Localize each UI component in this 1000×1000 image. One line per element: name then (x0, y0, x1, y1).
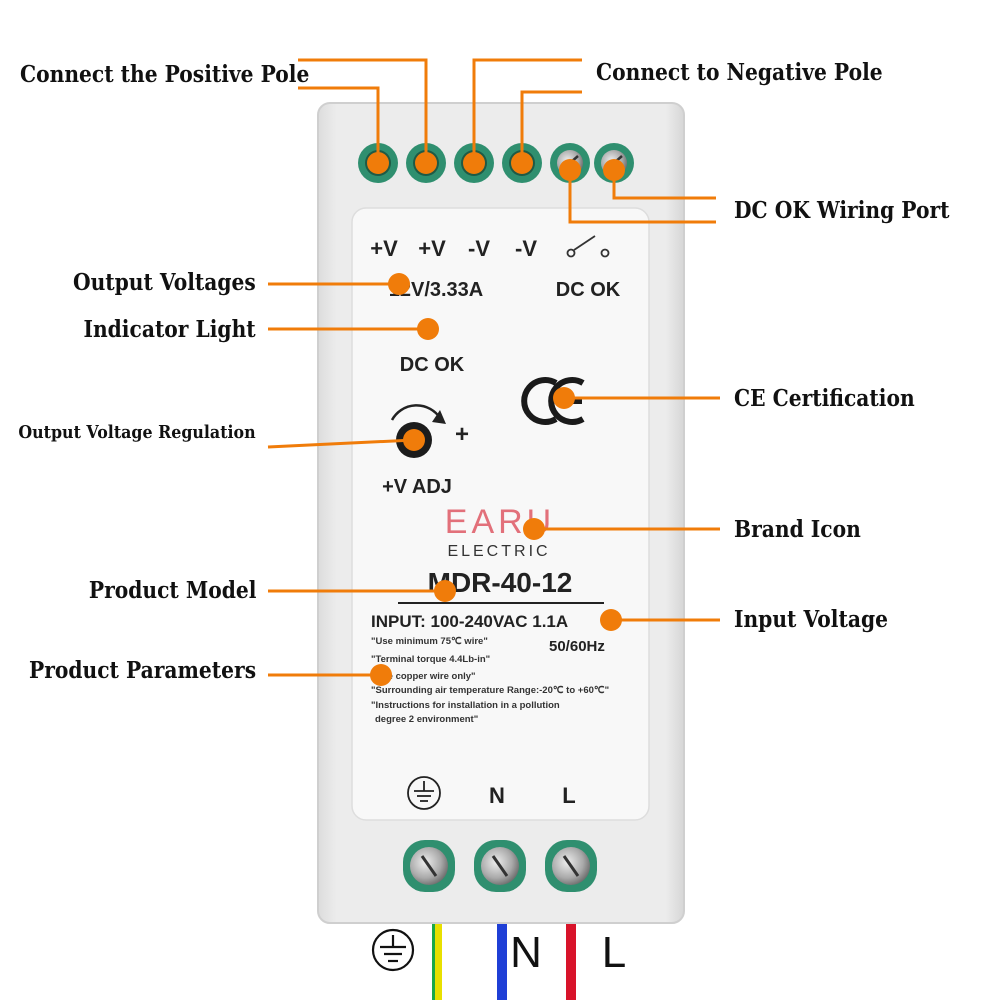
callout-negative-pole: Connect to Negative Pole (596, 59, 883, 86)
callout-ce-certification: CE Certification (734, 385, 915, 412)
callout-voltage-regulation: Output Voltage Regulation (18, 422, 256, 443)
callout-indicator-light: Indicator Light (83, 316, 256, 343)
wire-label-n: N (510, 928, 542, 977)
terminal-label-plus-2: +V (418, 236, 446, 261)
ground-wire (432, 924, 442, 1000)
ce-mark-text: CE (0, 0, 2, 1)
note-1: "Use minimum 75℃ wire" (371, 636, 488, 647)
bottom-terminals (403, 840, 597, 892)
callout-positive-pole: Connect the Positive Pole (20, 61, 310, 88)
wire-label-l: L (602, 928, 626, 977)
indicator-caption: DC OK (400, 354, 465, 376)
callout-input-voltage: Input Voltage (734, 606, 888, 633)
input-line: INPUT: 100-240VAC 1.1A (371, 612, 568, 631)
note-4: "Surrounding air temperature Range:-20℃ … (371, 685, 609, 696)
note-6: degree 2 environment" (375, 714, 478, 725)
wires (432, 924, 576, 1000)
terminal-label-plus-1: +V (370, 236, 398, 261)
note-5: "Instructions for installation in a poll… (371, 700, 560, 711)
adj-label-text: +V ADJ (382, 476, 452, 498)
terminal-neutral[interactable] (474, 840, 526, 892)
terminal-label-minus-2: -V (515, 236, 537, 261)
note-3: "Use copper wire only" (371, 671, 476, 682)
note-2: "Terminal torque 4.4Lb-in" (371, 654, 490, 665)
terminal-label-minus-1: -V (468, 236, 490, 261)
bottom-label-l: L (562, 783, 575, 808)
neutral-wire (497, 924, 507, 1000)
adj-plus-text: + (455, 421, 469, 448)
label-panel (351, 207, 650, 821)
callout-lines (267, 58, 720, 677)
output-rating-text: 12V/3.33A (389, 279, 484, 301)
dc-ok-switch-symbol (566, 235, 610, 258)
callout-dc-ok-port: DC OK Wiring Port (734, 197, 950, 224)
terminal-ground[interactable] (403, 840, 455, 892)
brand-subtitle: ELECTRIC (447, 543, 550, 560)
callout-dots (367, 152, 625, 686)
terminal-live[interactable] (545, 840, 597, 892)
live-wire (566, 924, 576, 1000)
callout-product-parameters: Product Parameters (28, 657, 256, 684)
frequency-text: 50/60Hz (549, 638, 605, 655)
earth-symbol-icon (371, 928, 415, 972)
dc-ok-top-text: DC OK (556, 279, 621, 301)
bottom-label-n: N (489, 783, 505, 808)
ground-symbol-icon (407, 776, 441, 810)
callout-brand-icon: Brand Icon (734, 516, 861, 543)
callout-product-model: Product Model (88, 577, 256, 604)
callout-output-voltages: Output Voltages (73, 269, 256, 296)
